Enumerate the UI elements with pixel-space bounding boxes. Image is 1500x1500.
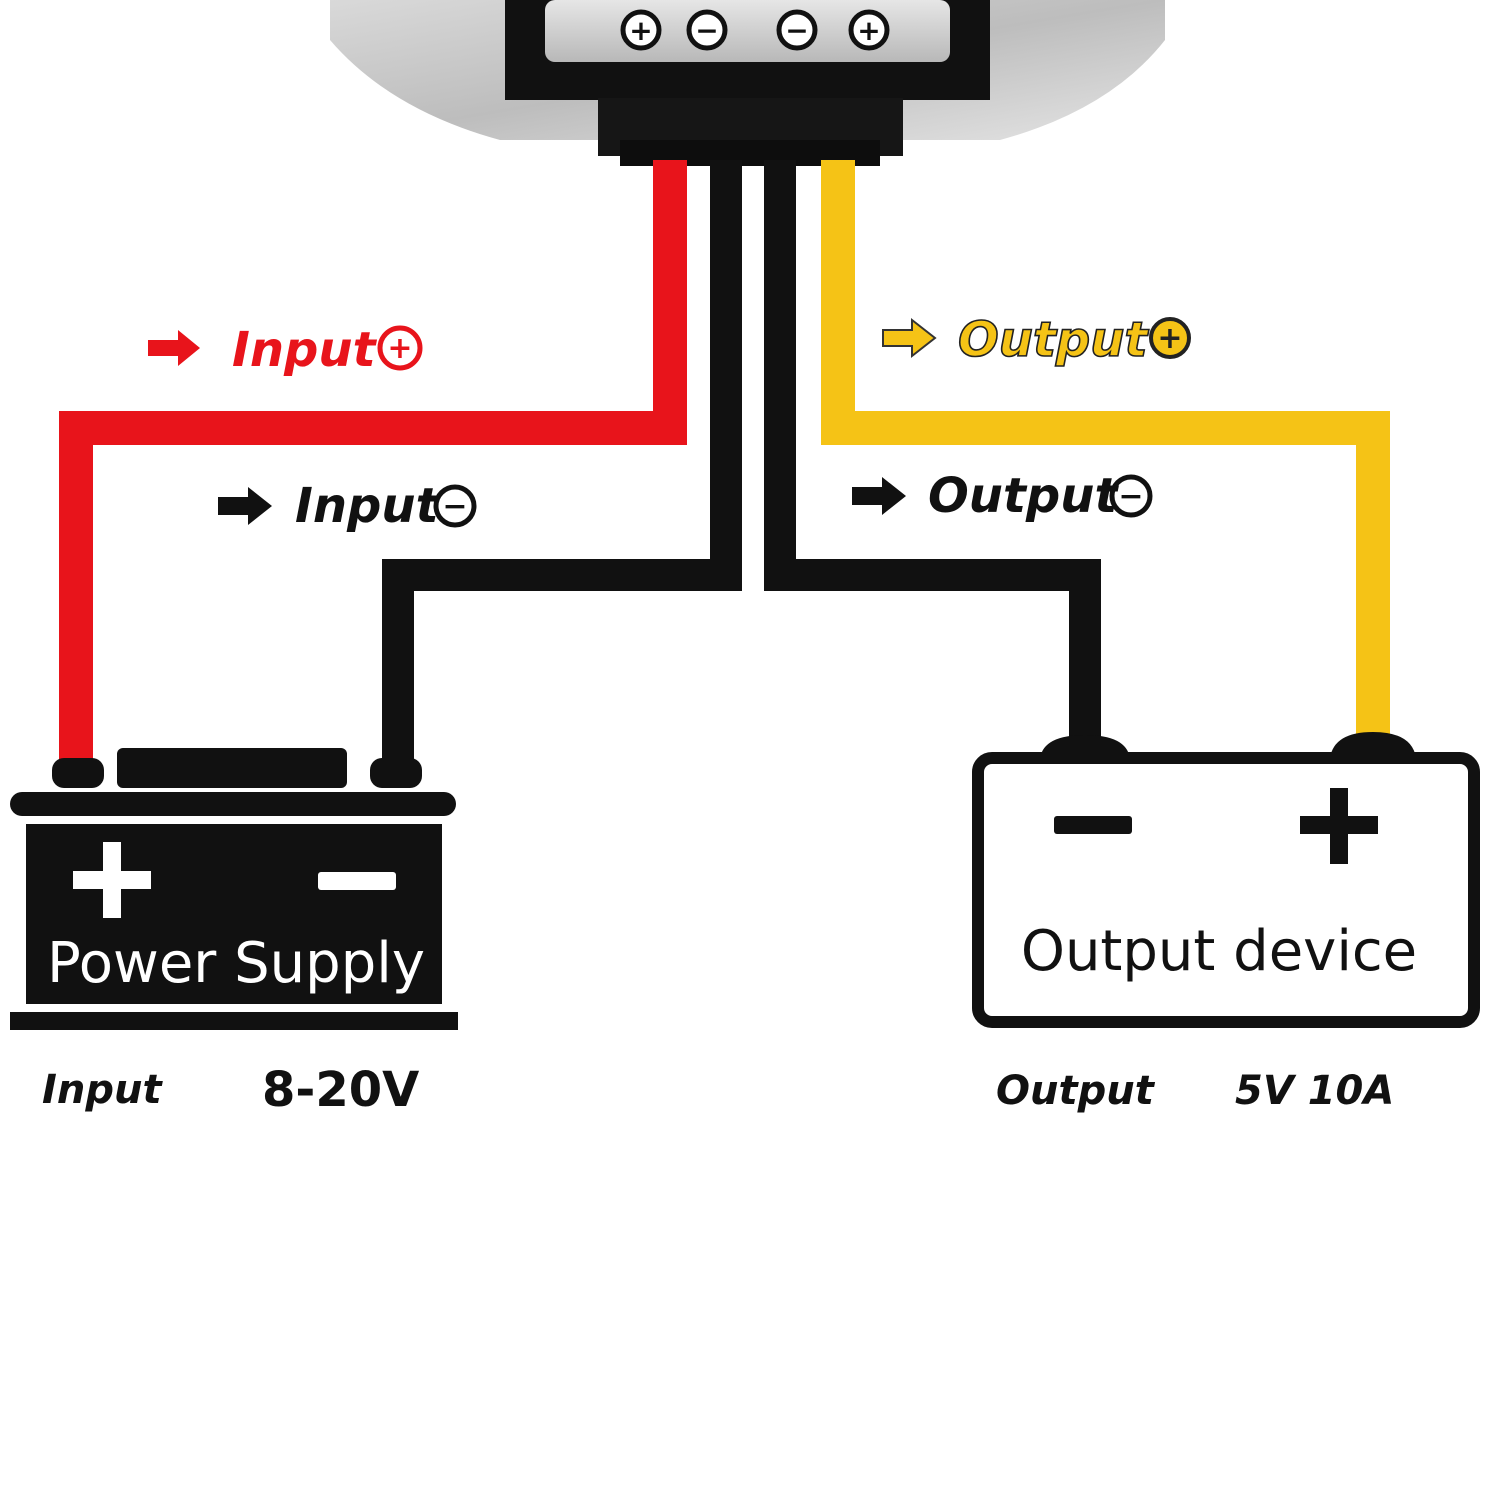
battery-minus-icon [318,872,396,890]
output-device-caption-value: 5V 10A [1235,1068,1394,1114]
label-output-negative-text: Output [928,468,1119,524]
label-input-positive-symbol: + [387,331,412,366]
arrow-right-icon [852,477,906,515]
output-device: Output device [972,732,1480,1028]
terminal-minus-icon [776,9,818,51]
output-device-caption-label: Output [996,1068,1156,1114]
label-input-positive: Input + [148,322,423,378]
plus-circle-icon [1149,317,1191,359]
battery-plus-icon [73,842,151,918]
wires [59,160,1390,770]
terminal-symbol-3: − [785,14,808,47]
wire-input-positive [59,160,687,770]
label-output-positive-text: Output [958,312,1149,368]
label-input-positive-text: Input [232,322,378,378]
converter-module: + − − + [330,0,1165,166]
terminal-plus-icon [848,9,890,51]
terminal-symbol-2: − [695,14,718,47]
wire-output-negative [764,160,1101,745]
power-supply: Power Supply [10,748,458,1030]
label-input-negative-text: Input [295,478,441,534]
label-input-negative: Input − [218,478,477,534]
label-output-negative-symbol: − [1118,479,1143,514]
label-output-negative: Output − [852,468,1153,524]
device-plus-icon [1300,788,1378,864]
power-supply-caption-label: Input [42,1067,163,1113]
battery-terminal-positive [52,758,104,788]
minus-circle-icon [1109,474,1153,518]
label-input-negative-symbol: − [442,489,467,524]
minus-circle-icon [433,484,477,528]
plus-circle-icon [377,325,423,371]
battery-top-cap [117,748,347,788]
label-output-positive: Output + [882,311,1191,369]
output-device-title: Output device [1021,919,1417,984]
device-terminal-positive [1330,732,1416,758]
power-supply-caption-value: 8-20V [262,1062,419,1118]
terminal-symbol-1: + [629,14,652,47]
terminal-minus-icon [686,9,728,51]
battery-body [26,824,442,1004]
wire-output-positive [821,160,1390,745]
wire-input-negative [382,160,742,770]
arrow-right-icon [882,317,937,359]
label-output-positive-symbol: + [1157,321,1182,356]
terminal-markings: + − − + [620,9,890,51]
terminal-symbol-4: + [857,14,880,47]
arrow-right-icon [148,330,200,366]
power-supply-title: Power Supply [47,931,425,996]
battery-base [10,1012,458,1030]
terminal-plus-icon [620,9,662,51]
device-minus-icon [1054,816,1132,834]
battery-lid [10,792,456,816]
battery-terminal-negative [370,758,422,788]
arrow-right-icon [218,487,272,525]
